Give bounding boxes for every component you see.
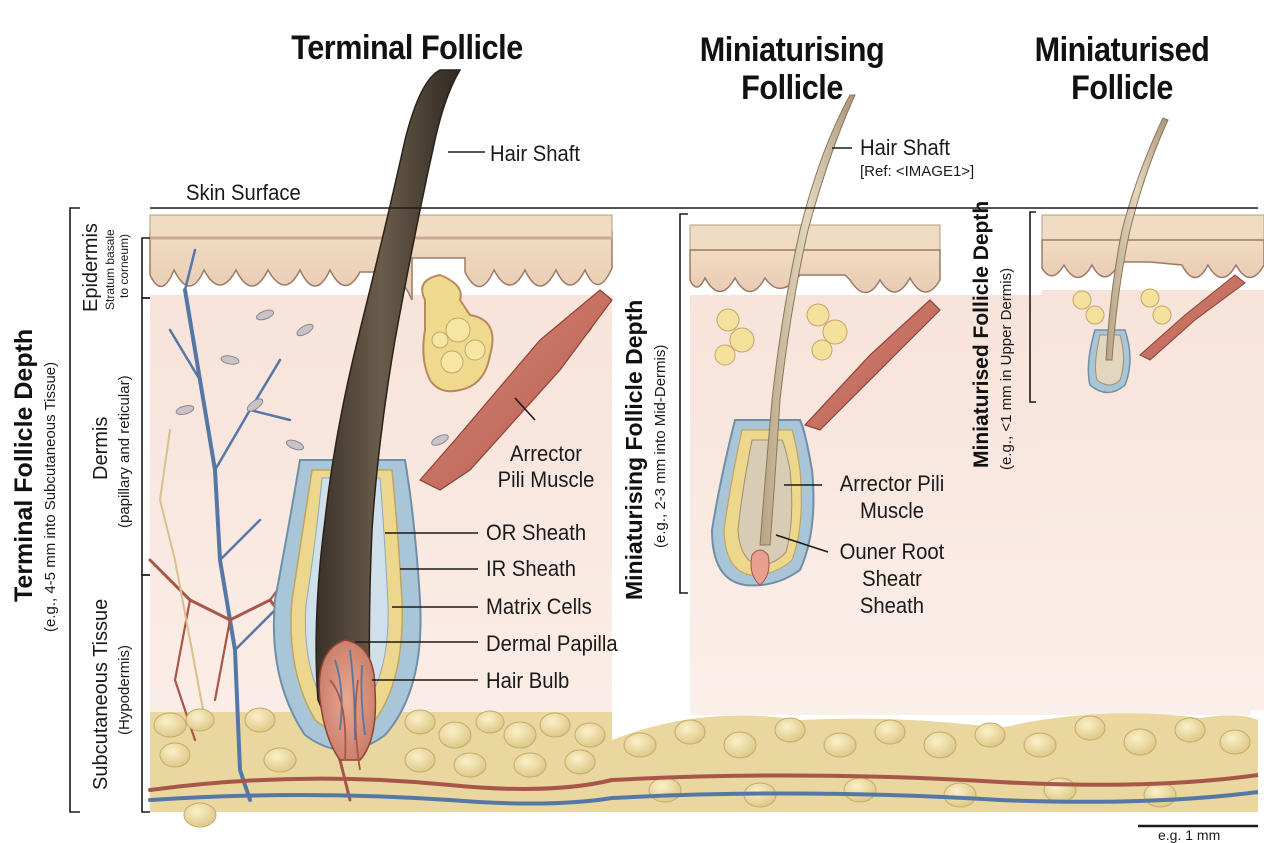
terminal-depth-title: Terminal Follicle Depth (10, 328, 38, 602)
subcutaneous-label: Subcutaneous Tissue (90, 598, 112, 790)
fat-cells (153, 707, 606, 828)
hair-bulb-label: Hair Bulb (486, 668, 570, 693)
mini-root-label-line1: Ouner Root (839, 539, 945, 564)
skin-surface-label: Skin Surface (186, 180, 301, 205)
miniaturised-title-line1: Miniaturised (1034, 31, 1210, 69)
miniaturised-title-line2: Follicle (1071, 69, 1173, 107)
epidermis-label: Epidermis (80, 223, 102, 312)
matrix-cells-label: Matrix Cells (486, 594, 592, 619)
or-sheath-label: OR Sheath (486, 520, 587, 545)
miniaturising-title-line2: Follicle (741, 69, 843, 107)
scale-bar-label: e.g. 1 mm (1158, 827, 1221, 843)
sebaceous-gland (421, 273, 494, 393)
epidermis-sub1: Stratum basale (103, 229, 117, 310)
miniaturised-panel (1041, 117, 1264, 710)
miniaturising-depth-sub: (e.g., 2-3 mm into Mid-Dermis) (652, 344, 669, 548)
arrector-pili-label-line1: Arrector (510, 441, 582, 466)
mini-arrector-label-line2: Muscle (859, 498, 925, 523)
fibroblasts (175, 309, 593, 451)
arrector-pili-label-line2: Pili Muscle (497, 467, 595, 492)
miniaturising-title-line1: Miniaturising (699, 31, 885, 69)
mini-root-label-line3: Sheath (859, 593, 925, 618)
mini-hair-shaft-label: Hair Shaft (860, 135, 951, 160)
sebaceous-gland-2 (714, 303, 848, 366)
mini-hair-shaft-ref: [Ref: <IMAGE1>] (860, 163, 975, 180)
epidermis-sub2: to corneum) (117, 233, 131, 298)
terminal-depth-sub: (e.g., 4-5 mm into Subcutaneous Tissue) (42, 361, 59, 632)
subcutaneous-sub: (Hypodermis) (116, 644, 133, 735)
miniaturising-depth-title: Miniaturising Follicle Depth (621, 299, 647, 600)
terminal-title: Terminal Follicle (291, 29, 523, 67)
dermal-papilla-label: Dermal Papilla (486, 631, 618, 656)
subcutaneous-fat-right (611, 713, 1259, 812)
terminal-panel (148, 69, 614, 828)
hair-shaft-label: Hair Shaft (490, 141, 581, 166)
miniaturised-depth-sub: (e.g., <1 mm in Upper Dermis) (998, 267, 1015, 470)
mini-arrector-label-line1: Arrector Pili (839, 471, 945, 496)
miniaturised-depth-title: Miniaturised Follicle Depth (970, 200, 993, 468)
dermis-label: Dermis (90, 416, 112, 480)
ir-sheath-label: IR Sheath (486, 556, 577, 581)
mini-root-label-line2: Sheatr (862, 566, 922, 591)
leader-lines (69, 147, 1258, 828)
dermis-sub: (papillary and reticular) (116, 375, 133, 528)
